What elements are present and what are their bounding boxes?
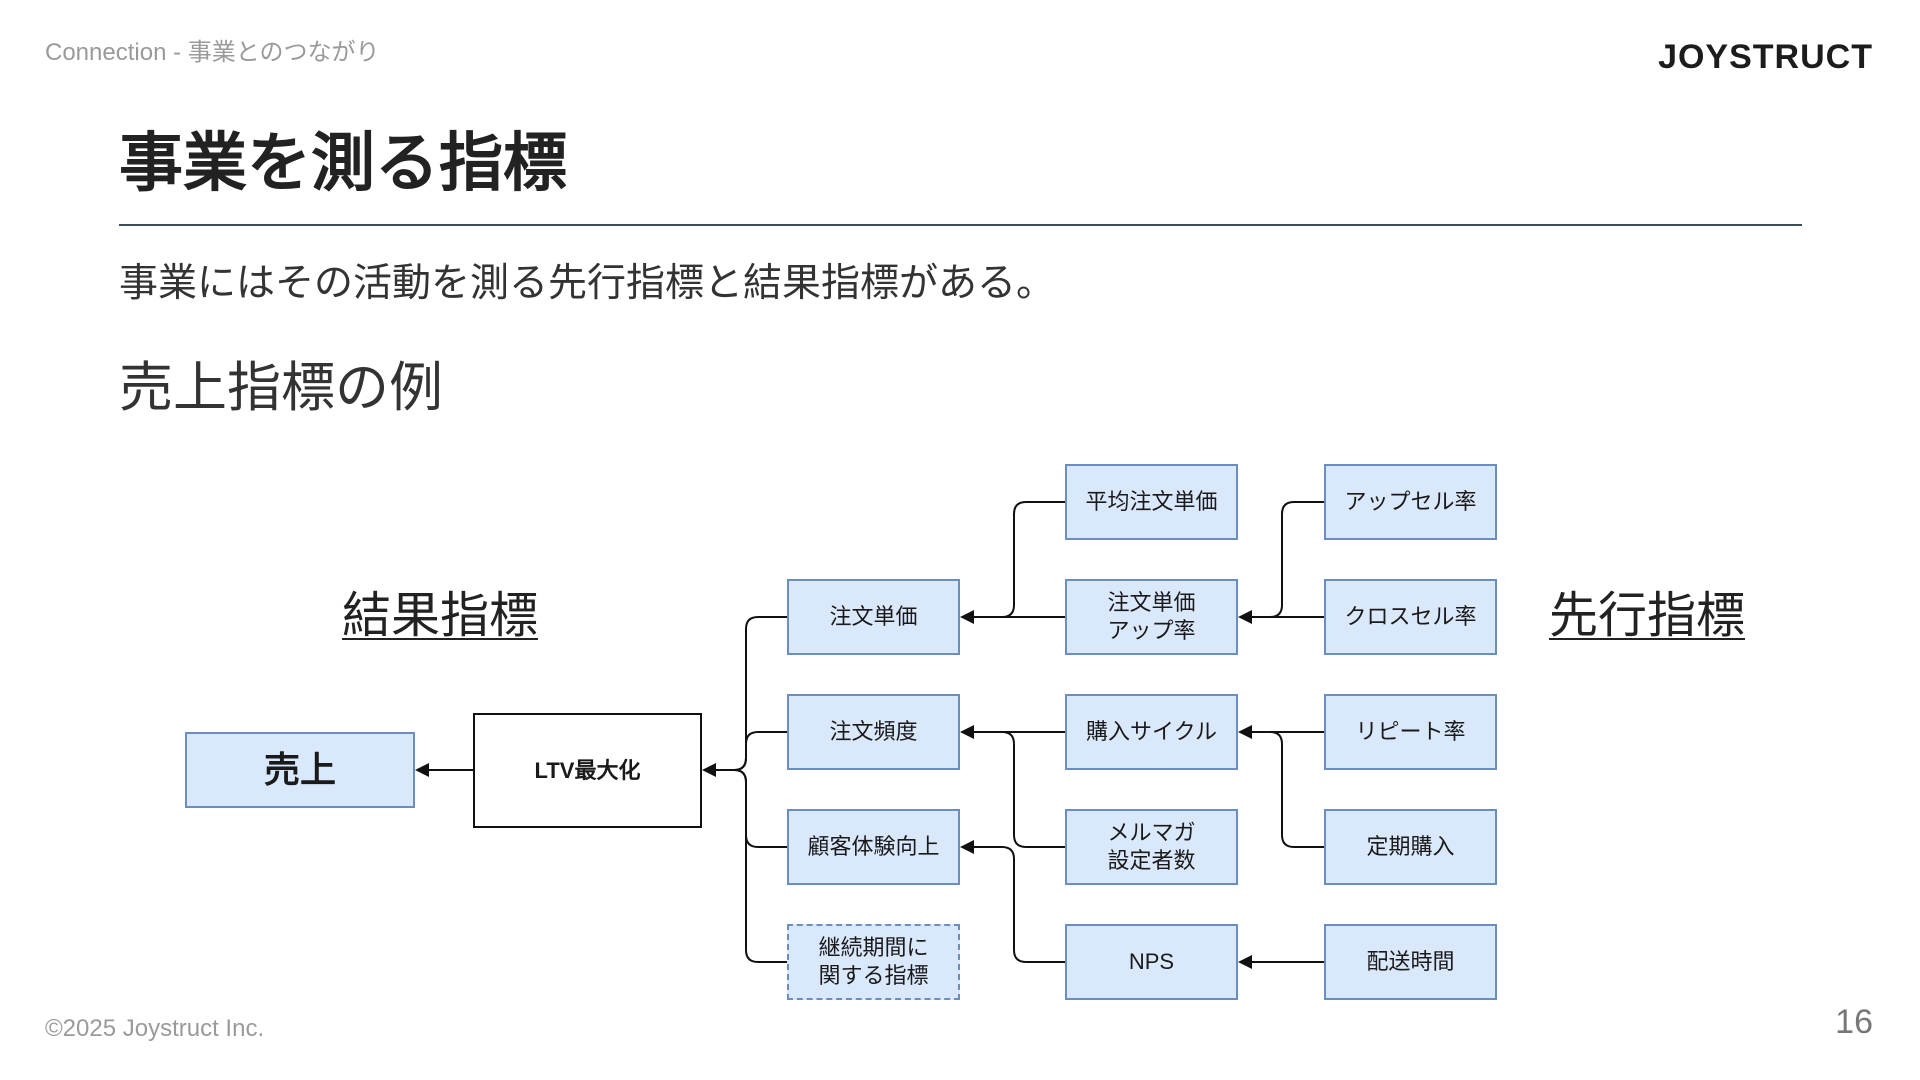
node-crosssell-rate: クロスセル率 bbox=[1324, 579, 1497, 655]
node-newsletter-subscribers: メルマガ 設定者数 bbox=[1065, 809, 1238, 885]
leading-indicator-label: 先行指標 bbox=[1549, 589, 1746, 643]
arrowhead-nps bbox=[1238, 955, 1252, 969]
section-heading: 売上指標の例 bbox=[119, 358, 443, 418]
result-indicator-label: 結果指標 bbox=[342, 589, 539, 643]
page-number: 16 bbox=[1835, 1003, 1873, 1041]
arrow-retention-to-ltv bbox=[714, 769, 787, 963]
node-customer-experience: 顧客体験向上 bbox=[787, 809, 960, 885]
arrow-order-value-to-ltv bbox=[714, 616, 787, 771]
arrowhead-customer-experience bbox=[960, 840, 974, 854]
node-retention-indicators: 継続期間に 関する指標 bbox=[787, 924, 960, 1000]
arrow-order-frequency-to-ltv bbox=[714, 731, 787, 771]
arrowhead-purchase-cycle bbox=[1238, 725, 1252, 739]
subtitle: 事業にはその活動を測る先行指標と結果指標がある。 bbox=[119, 262, 1056, 305]
node-nps: NPS bbox=[1065, 924, 1238, 1000]
node-order-frequency: 注文頻度 bbox=[787, 694, 960, 770]
arrow-subscription-to-purchase-cycle bbox=[1251, 731, 1324, 848]
title-divider bbox=[119, 224, 1802, 226]
arrowhead-sales bbox=[415, 763, 429, 777]
copyright: ©2025 Joystruct Inc. bbox=[45, 1015, 265, 1042]
node-avg-order-value: 平均注文単価 bbox=[1065, 464, 1238, 540]
arrowhead-ltv bbox=[702, 763, 716, 777]
node-ltv-maximization: LTV最大化 bbox=[473, 713, 702, 828]
node-order-value-uplift: 注文単価 アップ率 bbox=[1065, 579, 1238, 655]
arrowhead-order-frequency bbox=[960, 725, 974, 739]
node-sales: 売上 bbox=[185, 732, 415, 808]
node-purchase-cycle: 購入サイクル bbox=[1065, 694, 1238, 770]
arrow-customer-experience-to-ltv bbox=[714, 769, 787, 848]
arrowhead-order-value bbox=[960, 610, 974, 624]
node-order-value: 注文単価 bbox=[787, 579, 960, 655]
node-subscription-purchase: 定期購入 bbox=[1324, 809, 1497, 885]
arrow-newsletter-to-order-frequency bbox=[973, 731, 1065, 848]
page-title: 事業を測る指標 bbox=[119, 127, 567, 199]
arrowhead-order-value-uplift bbox=[1238, 610, 1252, 624]
arrow-avg-order-value-to-order-value bbox=[973, 501, 1065, 618]
arrow-upsell-to-order-value-uplift bbox=[1251, 501, 1324, 618]
node-repeat-rate: リピート率 bbox=[1324, 694, 1497, 770]
joystruct-logo: JOYSTRUCT bbox=[1658, 38, 1873, 76]
arrow-nps-to-customer-experience bbox=[973, 846, 1065, 963]
node-delivery-time: 配送時間 bbox=[1324, 924, 1497, 1000]
node-upsell-rate: アップセル率 bbox=[1324, 464, 1497, 540]
section-label: Connection - 事業とのつながり bbox=[45, 39, 380, 66]
